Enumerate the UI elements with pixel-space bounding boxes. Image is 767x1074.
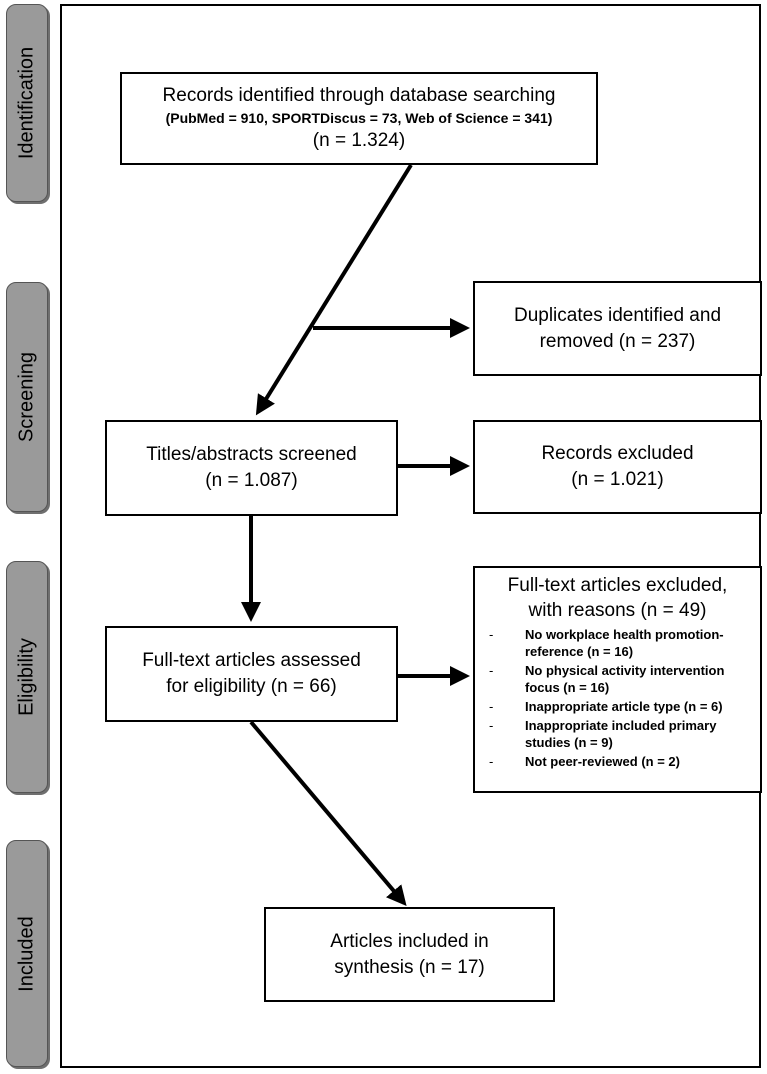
exclusion-reasons-list: - No workplace health promotion-reference…: [475, 627, 760, 770]
fulltext-assessed-line2: for eligibility (n = 66): [166, 676, 337, 697]
list-dash: -: [489, 753, 494, 769]
fulltext-excluded-line1: Full-text articles excluded,: [507, 575, 728, 596]
phase-included: Included: [6, 840, 48, 1067]
exclusion-reason-text: Inappropriate included primary studies (…: [525, 717, 717, 750]
included-synthesis-line1: Articles included in: [330, 930, 489, 952]
exclusion-reason-text: Inappropriate article type (n = 6): [525, 698, 723, 714]
fulltext-assessed-line1: Full-text articles assessed: [142, 650, 361, 672]
records-excluded-box: Records excluded (n = 1.021): [473, 420, 762, 514]
fulltext-excluded-line2: with reasons (n = 49): [528, 599, 707, 621]
phase-eligibility: Eligibility: [6, 561, 48, 793]
records-identified-sources: (PubMed = 910, SPORTDiscus = 73, Web of …: [165, 110, 553, 127]
list-dash: -: [489, 698, 494, 714]
duplicates-box: Duplicates identified and removed (n = 2…: [473, 281, 762, 376]
exclusion-reason-text: Not peer-reviewed (n = 2): [525, 753, 680, 769]
included-synthesis-box: Articles included in synthesis (n = 17): [264, 907, 555, 1002]
included-synthesis-line2: synthesis (n = 17): [334, 956, 485, 978]
duplicates-line1: Duplicates identified and: [513, 304, 722, 326]
exclusion-reason-text: No workplace health promotion-reference …: [525, 627, 724, 660]
titles-screened-line2: (n = 1.087): [205, 470, 298, 491]
duplicates-line2: removed (n = 237): [539, 330, 696, 352]
records-identified-title: Records identified through database sear…: [162, 85, 556, 107]
arrow-records-to-titles: [255, 163, 413, 416]
phase-screening: Screening: [6, 282, 48, 512]
diagram-frame: [60, 4, 761, 1068]
titles-screened-box: Titles/abstracts screened (n = 1.087): [105, 420, 398, 516]
fulltext-excluded-box: Full-text articles excluded, with reason…: [473, 566, 762, 793]
exclusion-reason: - Not peer-reviewed (n = 2): [475, 754, 760, 771]
exclusion-reason: - No workplace health promotion-reference…: [475, 627, 760, 661]
list-dash: -: [489, 663, 494, 679]
records-identified-box: Records identified through database sear…: [120, 72, 598, 165]
phase-identification: Identification: [6, 4, 48, 202]
exclusion-reason-text: No physical activity intervention focus …: [525, 663, 725, 696]
exclusion-reason: - Inappropriate article type (n = 6): [475, 699, 760, 716]
fulltext-assessed-box: Full-text articles assessed for eligibil…: [105, 626, 398, 722]
list-dash: -: [489, 717, 494, 733]
records-excluded-line2: (n = 1.021): [571, 469, 664, 490]
records-excluded-line1: Records excluded: [541, 443, 694, 465]
exclusion-reason: - No physical activity intervention focus…: [475, 663, 760, 697]
exclusion-reason: - Inappropriate included primary studies …: [475, 718, 760, 752]
arrow-fulltext-to-included: [249, 720, 407, 907]
titles-screened-line1: Titles/abstracts screened: [146, 444, 357, 466]
list-dash: -: [489, 627, 494, 643]
records-identified-count: (n = 1.324): [312, 129, 406, 151]
